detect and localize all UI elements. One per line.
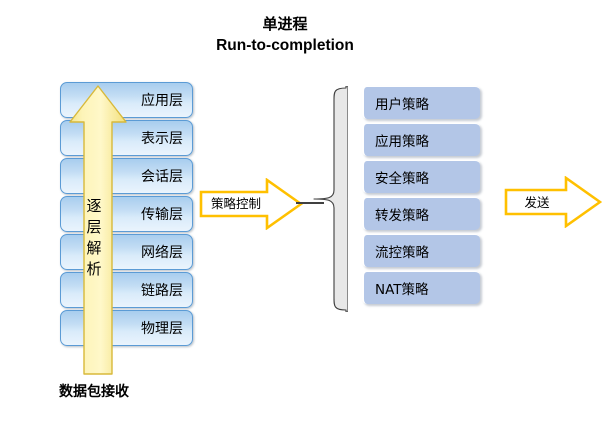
send-arrow-label: 发送 — [524, 195, 550, 210]
up-arrow-label-char-3: 解 — [86, 239, 102, 257]
layer-box-transport[interactable]: 传输层 — [60, 196, 193, 232]
policy-box-user[interactable]: 用户策略 — [362, 86, 480, 119]
policy-label: 应用策略 — [375, 134, 429, 150]
policy-box-application[interactable]: 应用策略 — [362, 123, 480, 156]
layer-label: 物理层 — [141, 321, 183, 337]
layer-label: 会话层 — [141, 169, 183, 185]
policy-control-arrow-label: 策略控制 — [210, 196, 261, 211]
up-arrow-icon — [67, 84, 129, 376]
policy-label: 转发策略 — [375, 208, 429, 224]
up-arrow-label: 逐 层 解 析 — [83, 196, 105, 280]
layer-box-presentation[interactable]: 表示层 — [60, 120, 193, 156]
policy-list: 用户策略 应用策略 安全策略 转发策略 流控策略 NAT策略 — [362, 86, 480, 308]
title-line-2: Run-to-completion — [216, 37, 354, 54]
policy-box-security[interactable]: 安全策略 — [362, 160, 480, 193]
policy-label: 用户策略 — [375, 97, 429, 113]
layer-box-datalink[interactable]: 链路层 — [60, 272, 193, 308]
policy-box-nat[interactable]: NAT策略 — [362, 271, 480, 304]
brace-connector-line — [296, 202, 324, 204]
page-title: 单进程 Run-to-completion — [150, 14, 420, 56]
bottom-caption: 数据包接收 — [59, 384, 129, 400]
policy-box-flow-control[interactable]: 流控策略 — [362, 234, 480, 267]
send-arrow-icon — [504, 175, 603, 229]
policy-label: NAT策略 — [375, 282, 429, 298]
layer-box-physical[interactable]: 物理层 — [60, 310, 193, 346]
title-line-1: 单进程 — [262, 16, 308, 33]
curly-brace-icon — [312, 85, 349, 313]
layer-label: 传输层 — [141, 207, 183, 223]
layer-label: 表示层 — [141, 131, 183, 147]
osi-layer-stack: 应用层 表示层 会话层 传输层 网络层 链路层 物理层 — [60, 82, 195, 348]
up-arrow-label-char-1: 逐 — [86, 197, 102, 215]
policy-label: 安全策略 — [375, 171, 429, 187]
policy-control-arrow-icon — [199, 177, 304, 231]
layer-label: 网络层 — [141, 245, 183, 261]
layer-box-session[interactable]: 会话层 — [60, 158, 193, 194]
layer-label: 链路层 — [141, 283, 183, 299]
up-arrow-label-char-4: 析 — [86, 260, 102, 278]
layer-label: 应用层 — [141, 93, 183, 109]
layer-box-network[interactable]: 网络层 — [60, 234, 193, 270]
up-arrow-label-char-2: 层 — [86, 218, 102, 236]
policy-label: 流控策略 — [375, 245, 429, 261]
policy-box-forwarding[interactable]: 转发策略 — [362, 197, 480, 230]
